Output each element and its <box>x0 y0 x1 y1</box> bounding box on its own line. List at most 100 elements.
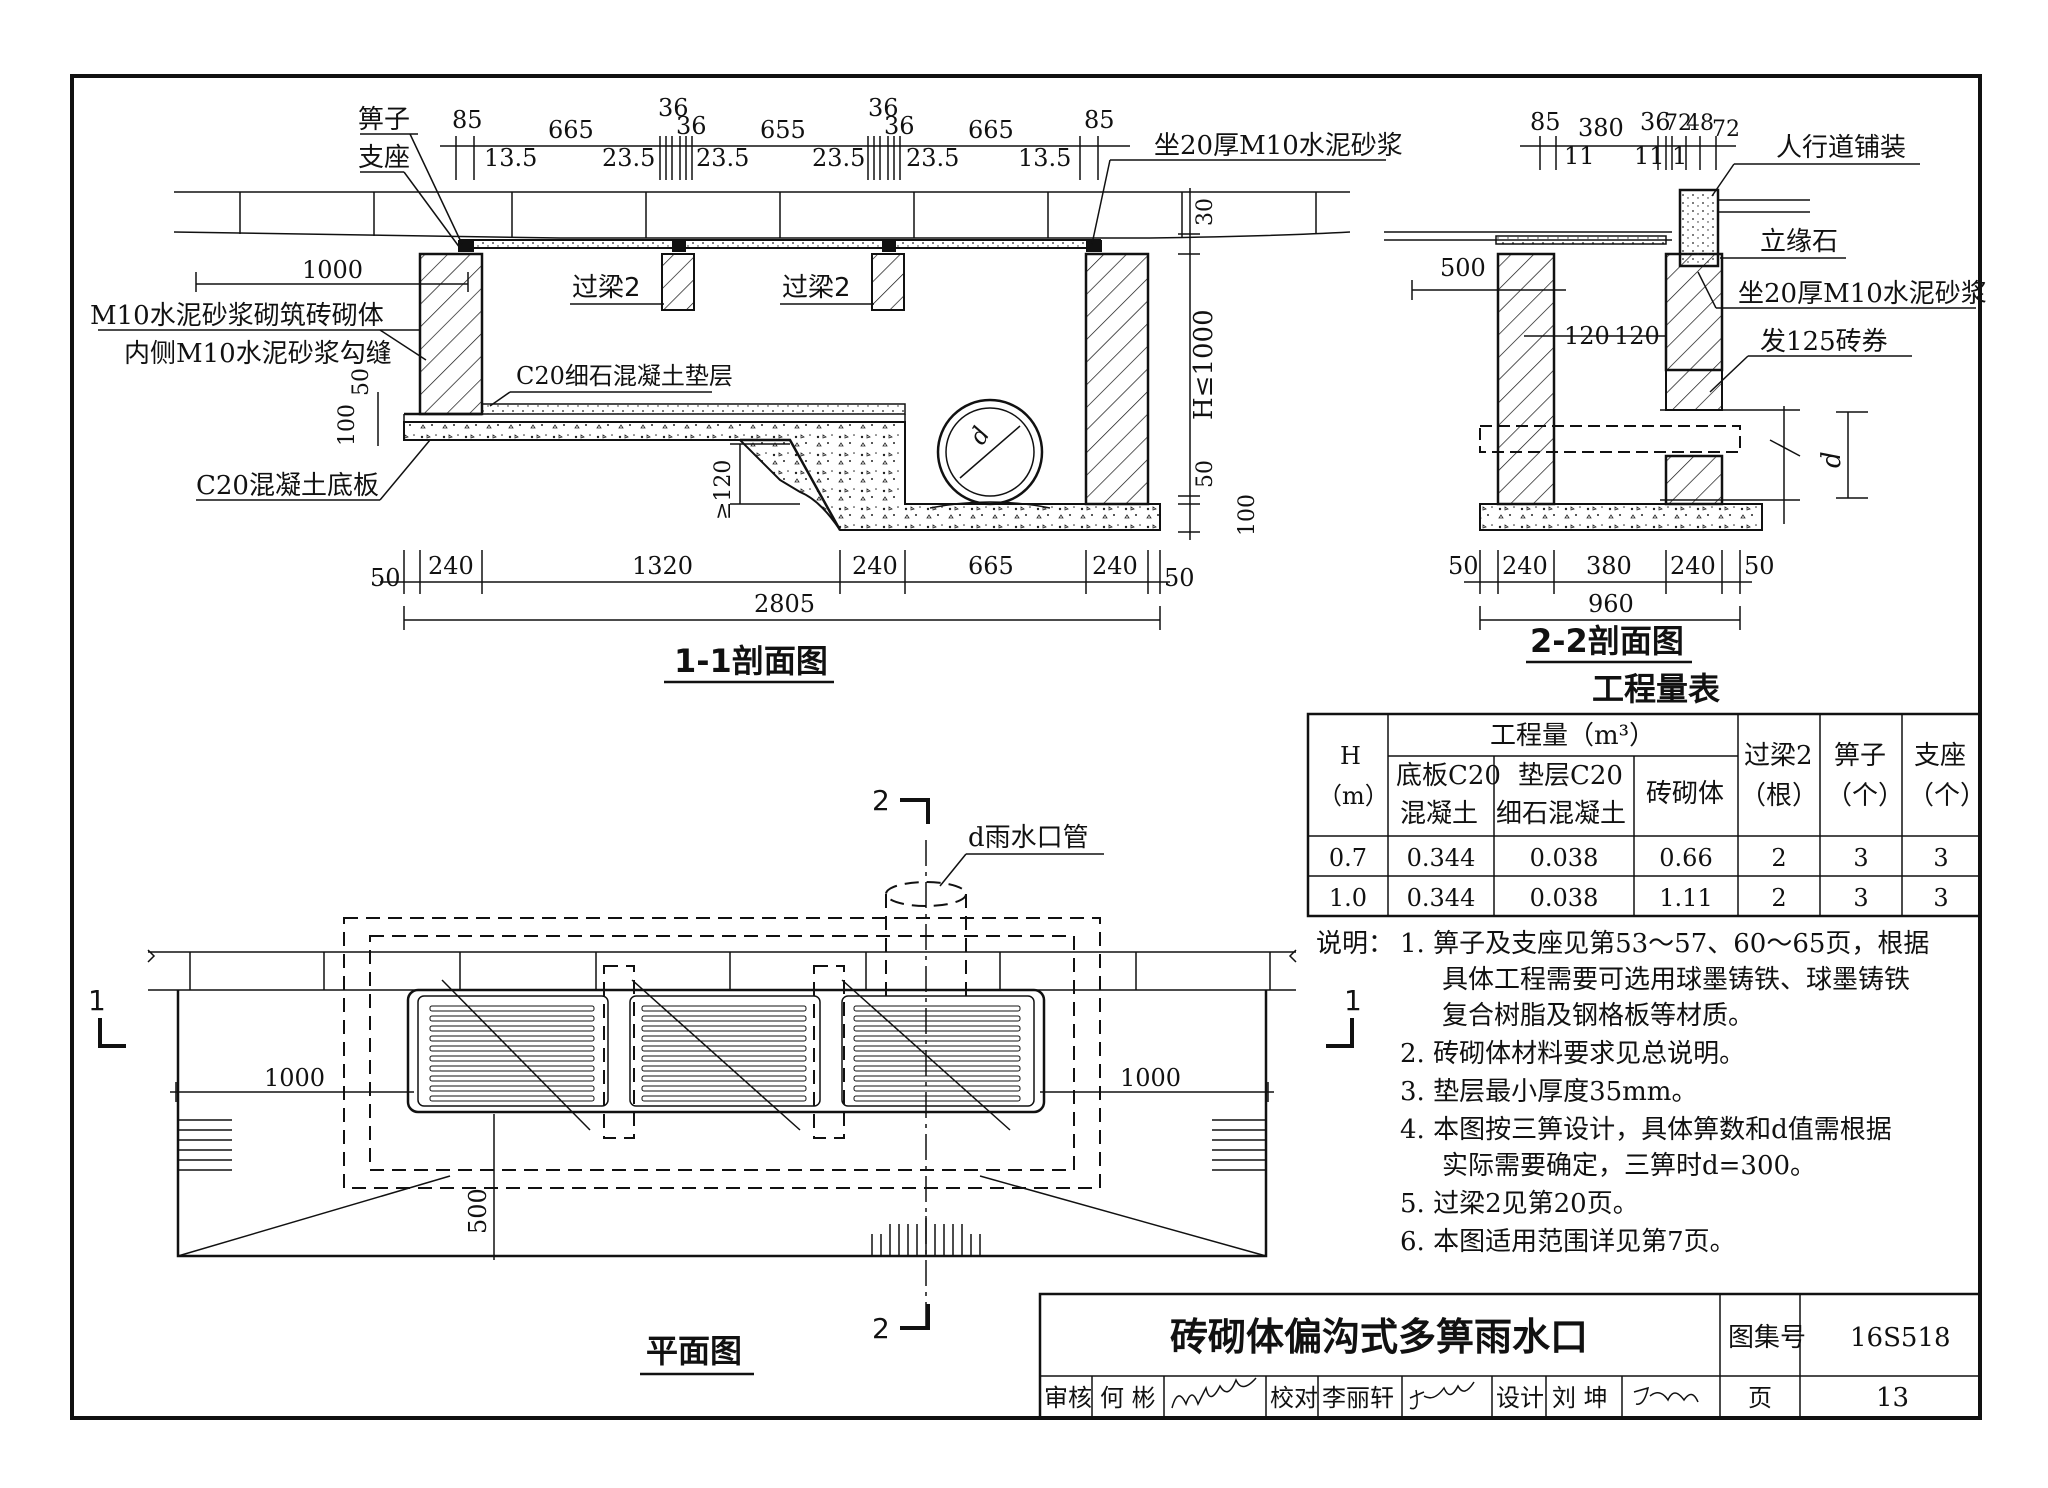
grate-bar <box>641 1065 807 1072</box>
s11-bot-dim-665: 665 <box>968 552 1014 580</box>
section-1-1: d 85 665 36 36 655 36 36 665 85 13.5 23.… <box>90 94 1403 684</box>
s22-sub-dim-1: 1 <box>1672 142 1687 170</box>
grate-bar <box>429 1015 595 1022</box>
s11-title: 1-1剖面图 <box>674 642 828 680</box>
grate-bar <box>853 1035 1021 1042</box>
table-head-c2b: 细石混凝土 <box>1496 799 1626 829</box>
s11-dim-100b: 100 <box>1235 494 1260 536</box>
s22-top-dim-85: 85 <box>1530 108 1561 136</box>
s22-top-dim-380: 380 <box>1578 114 1624 142</box>
s11-sub-dim-1: 13.5 <box>484 144 537 172</box>
title-block-atlas-label: 图集号 <box>1728 1323 1806 1353</box>
s11-top-dim-36a: 36 <box>658 94 689 122</box>
s22-mortar-label: 坐20厚M10水泥砂浆 <box>1738 279 1987 309</box>
grate-bar <box>853 1095 1021 1102</box>
table-cell: 1.11 <box>1659 884 1712 912</box>
table-cell: 3 <box>1933 884 1948 912</box>
grate-bar <box>641 1055 807 1062</box>
table-cell: 2 <box>1771 884 1786 912</box>
s11-bot-dim-50a: 50 <box>370 564 401 592</box>
grate-bar <box>429 1075 595 1082</box>
title-block-design-label: 设计 <box>1496 1384 1544 1412</box>
table-head-c1a: 底板C20 <box>1396 761 1501 791</box>
note-line-3: 复合树脂及钢格板等材质。 <box>1442 1001 1754 1031</box>
s11-sub-dim-5: 23.5 <box>906 144 959 172</box>
title-block-checker: 李丽轩 <box>1322 1384 1394 1412</box>
grate-bar <box>853 1025 1021 1032</box>
s11-bot-dim-50b: 50 <box>1164 564 1195 592</box>
s22-bot-dim-240b: 240 <box>1670 552 1716 580</box>
plan-view: d雨水口管 2 2 1 1 1000 1000 500 平面图 <box>88 784 1362 1376</box>
quantity-table: 工程量表 H （m） 工程量（m³） 底板C20 混凝土 垫层C20 细石混凝土… <box>1306 670 1986 918</box>
table-head-support-b: （个） <box>1908 781 1986 811</box>
s22-bot-dim-240a: 240 <box>1502 552 1548 580</box>
s22-total-dim: 960 <box>1588 590 1634 618</box>
plan-pipe-label: d雨水口管 <box>968 823 1089 853</box>
notes: 说明： 1. 箅子及支座见第53～57、60～65页，根据 具体工程需要可选用球… <box>1316 929 1929 1257</box>
s11-dim-50b: 50 <box>1193 460 1218 488</box>
grate-bar <box>641 1015 807 1022</box>
table-head-grate-b: （个） <box>1826 781 1904 811</box>
table-head-lintel-b: （根） <box>1740 781 1818 811</box>
title-block-designer: 刘 坤 <box>1552 1384 1608 1412</box>
s22-dim-120b: 120 <box>1614 322 1660 350</box>
s22-pipe-d: d <box>1817 451 1847 468</box>
s11-dim-H: H≤1000 <box>1189 309 1219 420</box>
table-head-c1b: 混凝土 <box>1400 799 1478 829</box>
grate-bar <box>853 1085 1021 1092</box>
title-block-atlas-no: 16S518 <box>1850 1323 1951 1353</box>
s11-masonry-label-2: 内侧M10水泥砂浆勾缝 <box>124 339 392 369</box>
table-title: 工程量表 <box>1592 670 1720 708</box>
s22-bot-dim-380: 380 <box>1586 552 1632 580</box>
table-head-lintel-a: 过梁2 <box>1744 741 1813 771</box>
note-line-5: 3. 垫层最小厚度35mm。 <box>1400 1077 1697 1107</box>
table-cell: 0.038 <box>1530 844 1599 872</box>
s11-top-dim-665b: 665 <box>968 116 1014 144</box>
grate-bar <box>429 1065 595 1072</box>
table-head-c2a: 垫层C20 <box>1518 761 1623 791</box>
grate-bar <box>641 1045 807 1052</box>
s11-pipe-d: d <box>964 422 996 449</box>
s22-title: 2-2剖面图 <box>1530 622 1684 660</box>
grate-bar <box>641 1005 807 1012</box>
s11-total-dim: 2805 <box>754 590 815 618</box>
table-cell: 0.344 <box>1407 844 1476 872</box>
s11-top-dim-665a: 665 <box>548 116 594 144</box>
s22-curb-label: 立缘石 <box>1760 227 1838 257</box>
table-head-h-unit: （m） <box>1318 782 1389 810</box>
designer-signature <box>1633 1386 1699 1405</box>
table-cell: 2 <box>1771 844 1786 872</box>
grate-bar <box>429 1005 595 1012</box>
s22-top-dim-48: 48 <box>1686 111 1714 136</box>
table-cell: 0.344 <box>1407 884 1476 912</box>
s11-lintel-label-a: 过梁2 <box>572 273 641 303</box>
checker-signature <box>1409 1381 1475 1410</box>
table-head-support-a: 支座 <box>1914 741 1966 771</box>
s11-masonry-label-1: M10水泥砂浆砌筑砖砌体 <box>90 301 384 331</box>
note-line-2: 具体工程需要可选用球墨铸铁、球墨铸铁 <box>1442 965 1910 995</box>
plan-dim-left: 1000 <box>264 1064 325 1092</box>
grate-bar <box>641 1085 807 1092</box>
note-line-1: 1. 箅子及支座见第53～57、60～65页，根据 <box>1400 929 1929 959</box>
title-block-page-label: 页 <box>1748 1384 1772 1412</box>
plan-dim-500: 500 <box>464 1188 492 1234</box>
table-head-c3: 砖砌体 <box>1646 779 1724 809</box>
s11-bot-dim-240c: 240 <box>1092 552 1138 580</box>
s11-dim-120: ≥120 <box>711 460 736 520</box>
grate-bar <box>853 1015 1021 1022</box>
s11-sub-dim-3: 23.5 <box>696 144 749 172</box>
s11-bot-dim-1320: 1320 <box>632 552 693 580</box>
title-block-check-label: 校对 <box>1270 1384 1318 1412</box>
grate-bar <box>853 1075 1021 1082</box>
title-block-title: 砖砌体偏沟式多箅雨水口 <box>1170 1315 1588 1359</box>
note-line-9: 6. 本图适用范围详见第7页。 <box>1400 1227 1736 1257</box>
plan-title: 平面图 <box>646 1332 742 1370</box>
s11-top-dim-655: 655 <box>760 116 806 144</box>
s22-paving-label: 人行道铺装 <box>1776 133 1906 163</box>
grate-bar <box>429 1095 595 1102</box>
note-line-7: 实际需要确定，三箅时d=300。 <box>1442 1151 1816 1181</box>
grate-bar <box>641 1075 807 1082</box>
grate-bar <box>641 1095 807 1102</box>
note-line-4: 2. 砖砌体材料要求见总说明。 <box>1400 1039 1745 1069</box>
s11-sub-dim-6: 13.5 <box>1018 144 1071 172</box>
